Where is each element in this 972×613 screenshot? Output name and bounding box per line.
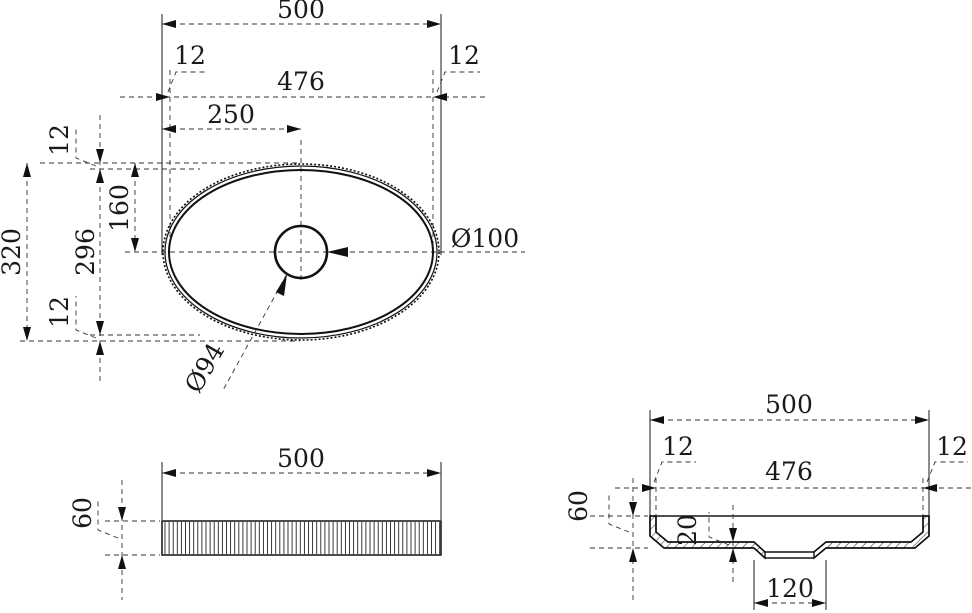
dim-overall-height: 320 <box>0 163 31 341</box>
label-rim-top: 12 <box>45 124 74 156</box>
section-view: 500 12 12 476 60 <box>564 390 972 610</box>
basin-inner-bowl <box>168 169 434 335</box>
label-front-height: 60 <box>68 497 97 529</box>
basin-outer-rim <box>162 163 440 341</box>
dim-bottom-thickness: 20 <box>673 505 737 585</box>
dim-drain-width: 120 <box>753 560 827 610</box>
label-center-offset: 250 <box>207 100 255 129</box>
label-half-height: 160 <box>105 184 134 232</box>
dim-section-rim-left: 12 <box>653 432 696 483</box>
label-section-width: 500 <box>765 390 813 419</box>
basin-rim-edge <box>164 165 438 339</box>
dim-section-inner-width: 476 <box>615 457 972 492</box>
dim-inner-width: 476 <box>120 67 485 101</box>
label-bottom-thickness: 20 <box>673 514 702 546</box>
label-overall-height: 320 <box>0 228 26 276</box>
label-section-inner-width: 476 <box>765 457 813 486</box>
section-wall-left <box>649 515 766 560</box>
label-rim-bottom: 12 <box>45 296 74 328</box>
label-bowl-diameter: Ø94 <box>179 338 230 398</box>
label-front-width: 500 <box>277 444 325 473</box>
label-inner-height: 296 <box>71 228 100 276</box>
dim-front-width: 500 <box>162 444 441 477</box>
label-inner-width: 476 <box>277 67 325 96</box>
label-drain-diameter: Ø100 <box>451 224 519 253</box>
dim-rim-right: 12 <box>436 41 480 93</box>
top-view: 500 12 12 476 250 <box>0 0 525 398</box>
section-wall-right <box>813 515 930 560</box>
fluting <box>164 522 441 554</box>
dim-rim-bottom: 12 <box>45 296 104 355</box>
front-view: 500 60 <box>68 444 442 600</box>
dim-rim-top: 12 <box>45 115 104 385</box>
label-section-rim-left: 12 <box>662 432 694 461</box>
label-section-rim-right: 12 <box>936 432 968 461</box>
dim-section-width: 500 <box>650 390 929 424</box>
dim-section-rim-right: 12 <box>926 432 968 483</box>
dim-rim-left: 12 <box>167 41 206 93</box>
label-rim-right: 12 <box>448 41 480 70</box>
dim-overall-width: 500 <box>162 0 441 28</box>
basin-side-profile <box>161 520 442 556</box>
dim-drain-diameter: Ø100 <box>327 224 519 257</box>
label-section-height: 60 <box>564 490 593 522</box>
label-overall-width: 500 <box>277 0 325 24</box>
dim-front-height: 60 <box>68 480 160 600</box>
label-drain-width: 120 <box>766 574 814 603</box>
dim-inner-height: 296 <box>71 228 100 276</box>
dim-half-height: 160 <box>105 163 139 252</box>
label-rim-left: 12 <box>174 41 206 70</box>
dim-section-height: 60 <box>564 478 648 600</box>
dim-center-offset: 250 <box>162 100 301 133</box>
